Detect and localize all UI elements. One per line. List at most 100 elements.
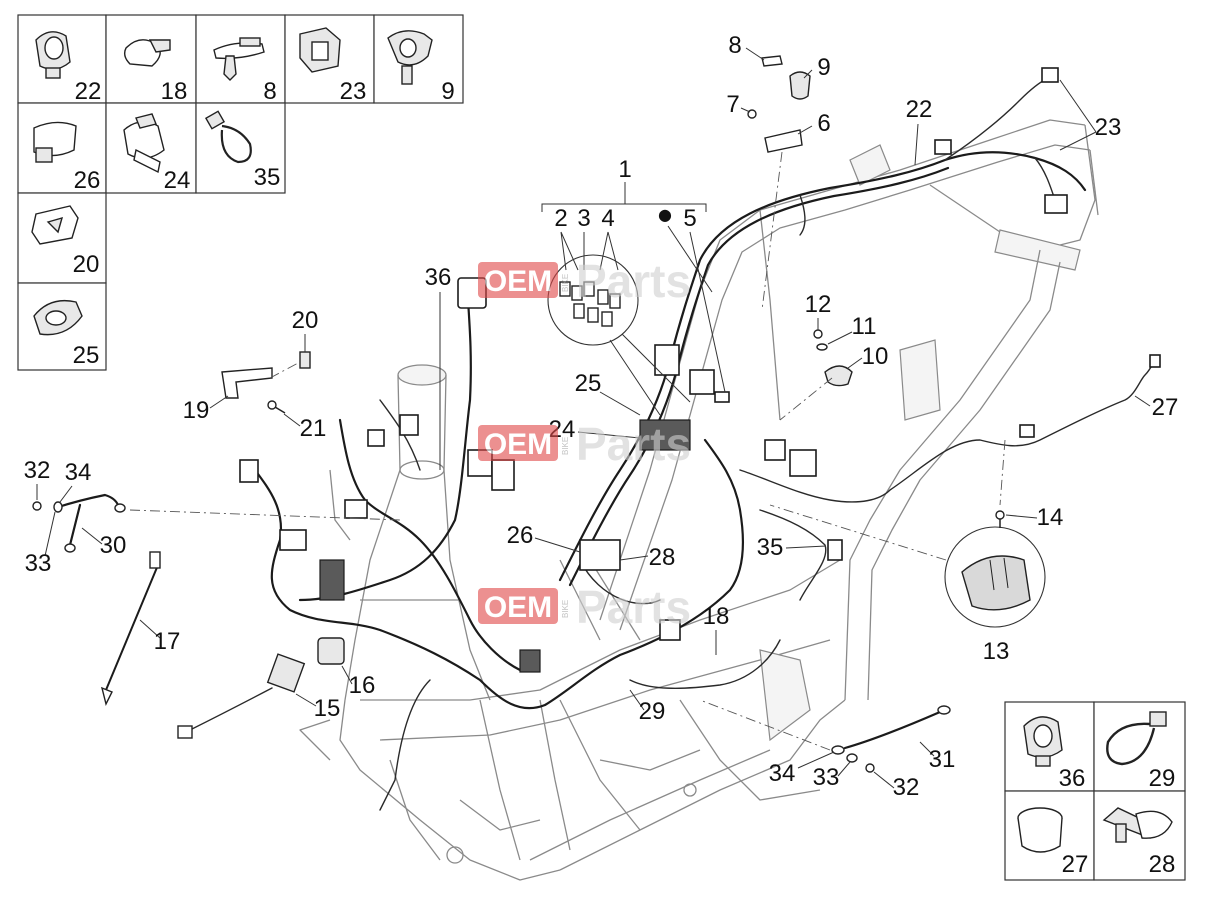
callout-8: 8 bbox=[728, 32, 741, 59]
callout-5: 5 bbox=[683, 205, 696, 232]
inset-label-23: 23 bbox=[340, 78, 367, 105]
bracket-6 bbox=[764, 129, 803, 153]
inset-label-8: 8 bbox=[263, 78, 276, 105]
callout-30: 30 bbox=[100, 532, 127, 559]
callout-17: 17 bbox=[154, 628, 181, 655]
inset-top-left: 22 18 8 23 9 26 24 35 20 25 bbox=[17, 14, 464, 371]
harness-connectors bbox=[239, 67, 1161, 673]
bracket-19 bbox=[221, 367, 273, 399]
inset-label-35: 35 bbox=[254, 164, 281, 191]
cable-tie-icon bbox=[1106, 711, 1167, 766]
ground-strap-left bbox=[32, 493, 126, 553]
inset-label-36: 36 bbox=[1059, 765, 1086, 792]
callout-35: 35 bbox=[757, 534, 784, 561]
callout-34-left: 34 bbox=[65, 459, 92, 486]
callout-22: 22 bbox=[906, 96, 933, 123]
callout-36: 36 bbox=[425, 264, 452, 291]
callout-15: 15 bbox=[314, 695, 341, 722]
callout-31: 31 bbox=[929, 746, 956, 773]
svg-text:Parts: Parts bbox=[576, 418, 691, 470]
callout-16: 16 bbox=[349, 672, 376, 699]
cable-tie-icon bbox=[204, 110, 252, 164]
push-pin-clip-icon bbox=[213, 37, 265, 81]
callout-14: 14 bbox=[1037, 504, 1064, 531]
callout-6: 6 bbox=[817, 110, 830, 137]
cover-detail-circle bbox=[944, 526, 1046, 628]
clip-20 bbox=[299, 351, 311, 369]
callout-28: 28 bbox=[649, 544, 676, 571]
cable-clip-icon bbox=[123, 39, 171, 67]
callout-29: 29 bbox=[639, 698, 666, 725]
bracket-clip-icon bbox=[387, 30, 433, 85]
inset-label-27: 27 bbox=[1062, 851, 1089, 878]
harness-clamp-icon bbox=[35, 31, 71, 79]
washer-11 bbox=[816, 343, 828, 351]
inset-label-29: 29 bbox=[1149, 765, 1176, 792]
inset-label-9: 9 bbox=[441, 78, 454, 105]
callout-18: 18 bbox=[703, 603, 730, 630]
callout-33-right: 33 bbox=[813, 764, 840, 791]
callout-25: 25 bbox=[575, 370, 602, 397]
pin-clip-icon bbox=[1102, 807, 1173, 843]
band-clip-icon bbox=[33, 121, 77, 163]
callout-33-left: 33 bbox=[25, 550, 52, 577]
sensor-connector-15 bbox=[177, 653, 306, 739]
callout-21: 21 bbox=[300, 415, 327, 442]
inset-label-28: 28 bbox=[1149, 851, 1176, 878]
callout-27: 27 bbox=[1152, 394, 1179, 421]
watermark-logos: OEM BIKE Parts OEM BIKE Parts OEM BIKE P… bbox=[478, 255, 691, 633]
callout-2: 2 bbox=[554, 205, 567, 232]
screw-12 bbox=[813, 329, 823, 339]
scooter-frame bbox=[299, 119, 1099, 881]
watermark-logo: OEM BIKE Parts bbox=[478, 581, 691, 633]
svg-text:OEM: OEM bbox=[484, 428, 552, 461]
leader-lines bbox=[36, 47, 1151, 789]
svg-text:BIKE: BIKE bbox=[561, 437, 570, 455]
retainer-clip-icon bbox=[33, 299, 83, 336]
inset-label-24: 24 bbox=[164, 167, 191, 194]
callout-11: 11 bbox=[852, 313, 877, 340]
inset-bottom-right: 36 29 27 28 bbox=[1004, 701, 1186, 881]
inset-label-26: 26 bbox=[74, 167, 101, 194]
svg-text:OEM: OEM bbox=[484, 591, 552, 624]
sensor-rod bbox=[100, 551, 161, 707]
callout-26: 26 bbox=[507, 522, 534, 549]
callout-13: 13 bbox=[983, 638, 1010, 665]
callout-9: 9 bbox=[817, 54, 830, 81]
callout-32-left: 32 bbox=[24, 457, 51, 484]
callout-20: 20 bbox=[292, 307, 319, 334]
watermark-logo: OEM BIKE Parts bbox=[478, 418, 691, 470]
relay-detail-circle bbox=[547, 254, 639, 346]
inset-label-18: 18 bbox=[161, 78, 188, 105]
spring-clip-icon bbox=[31, 205, 79, 245]
callout-32-right: 32 bbox=[893, 774, 920, 801]
inset-label-22: 22 bbox=[75, 78, 102, 105]
svg-text:OEM: OEM bbox=[484, 265, 552, 298]
watermark-logo: OEM BIKE Parts bbox=[478, 255, 691, 307]
clip-9 bbox=[789, 71, 811, 100]
callout-dot-marker: ● bbox=[658, 205, 672, 224]
screw-14 bbox=[995, 510, 1005, 528]
clip-10 bbox=[824, 365, 853, 387]
callout-10: 10 bbox=[862, 343, 889, 370]
callout-23: 23 bbox=[1095, 114, 1122, 141]
inset-label-25: 25 bbox=[73, 342, 100, 369]
harness-clamp-icon bbox=[1023, 716, 1063, 767]
callout-34-right: 34 bbox=[769, 760, 796, 787]
double-clip-icon bbox=[123, 113, 165, 174]
svg-text:BIKE: BIKE bbox=[561, 274, 570, 292]
screw-21 bbox=[267, 400, 286, 414]
rubber-cap-16 bbox=[317, 637, 345, 665]
ground-strap-right bbox=[831, 705, 951, 773]
band-clip-icon bbox=[1017, 807, 1063, 853]
main-wiring-harness bbox=[253, 77, 1156, 811]
inset-label-20: 20 bbox=[73, 251, 100, 278]
svg-text:BIKE: BIKE bbox=[561, 600, 570, 618]
callout-19: 19 bbox=[183, 397, 210, 424]
callout-1: 1 bbox=[618, 156, 631, 183]
callout-4: 4 bbox=[601, 205, 614, 232]
callout-3: 3 bbox=[577, 205, 590, 232]
callout-12: 12 bbox=[805, 291, 832, 318]
callout-labels: 1 2 3 4 ● 5 36 20 19 21 8 9 7 6 22 23 12… bbox=[24, 32, 1179, 801]
